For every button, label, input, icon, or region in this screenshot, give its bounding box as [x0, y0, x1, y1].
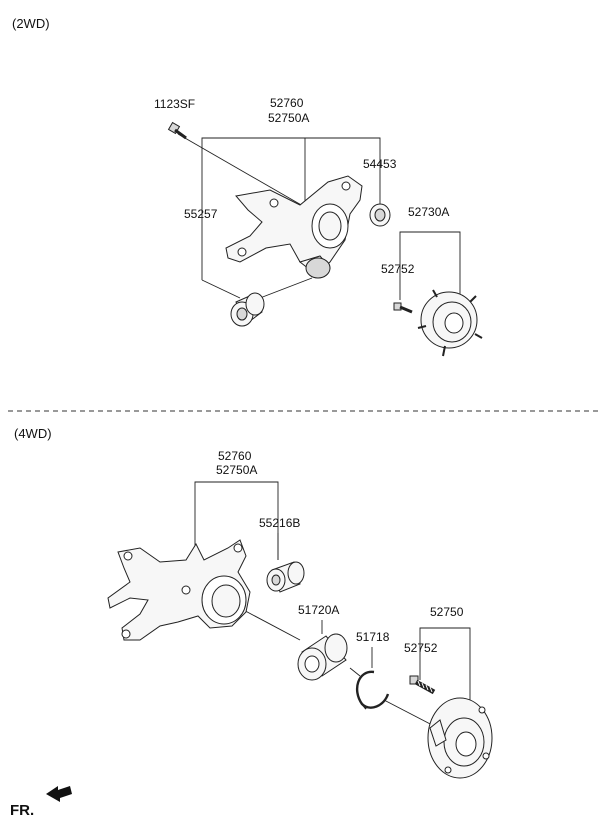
callout-51720a: 51720A	[298, 603, 339, 617]
bushing-55257-icon	[230, 292, 265, 327]
callout-52752-4wd: 52752	[404, 641, 438, 655]
front-direction-indicator: FR.	[10, 786, 72, 819]
callout-1123sf: 1123SF	[154, 97, 195, 111]
callout-labels-4wd: 52760 52750A 55216B 51720A 51718 52750 5…	[216, 449, 464, 655]
callout-52750: 52750	[430, 605, 464, 619]
callout-52730a: 52730A	[408, 205, 449, 219]
leader-lines-2wd	[177, 133, 461, 300]
front-arrow-icon	[46, 786, 72, 802]
callout-52750a-4wd: 52750A	[216, 463, 257, 477]
bearing-51720a-icon	[297, 633, 348, 681]
knuckle-4wd-icon	[107, 539, 251, 641]
snap-ring-51718-icon	[355, 670, 390, 710]
callout-52760-2wd: 52760	[270, 96, 304, 110]
knuckle-2wd-icon	[225, 175, 363, 279]
bushing-54453-icon	[369, 203, 391, 227]
callout-55216b: 55216B	[259, 516, 300, 530]
hub-assembly-52730a-icon	[417, 289, 483, 357]
hub-52750-icon	[427, 697, 493, 779]
bushing-55216b-icon	[266, 561, 305, 593]
section-label-2wd: (2WD)	[12, 16, 50, 31]
hub-bolt-52752-2wd-icon	[393, 302, 413, 314]
callout-52760-4wd: 52760	[218, 449, 252, 463]
hub-bolt-52752-4wd-icon	[409, 675, 436, 695]
section-label-4wd: (4WD)	[14, 426, 52, 441]
callout-52752-2wd: 52752	[381, 262, 415, 276]
callout-55257: 55257	[184, 207, 218, 221]
front-direction-label: FR.	[10, 802, 34, 819]
bolt-1123sf-icon	[167, 121, 187, 140]
leader-lines-4wd	[194, 481, 471, 728]
callout-51718: 51718	[356, 630, 390, 644]
callout-52750a-2wd: 52750A	[268, 111, 309, 125]
